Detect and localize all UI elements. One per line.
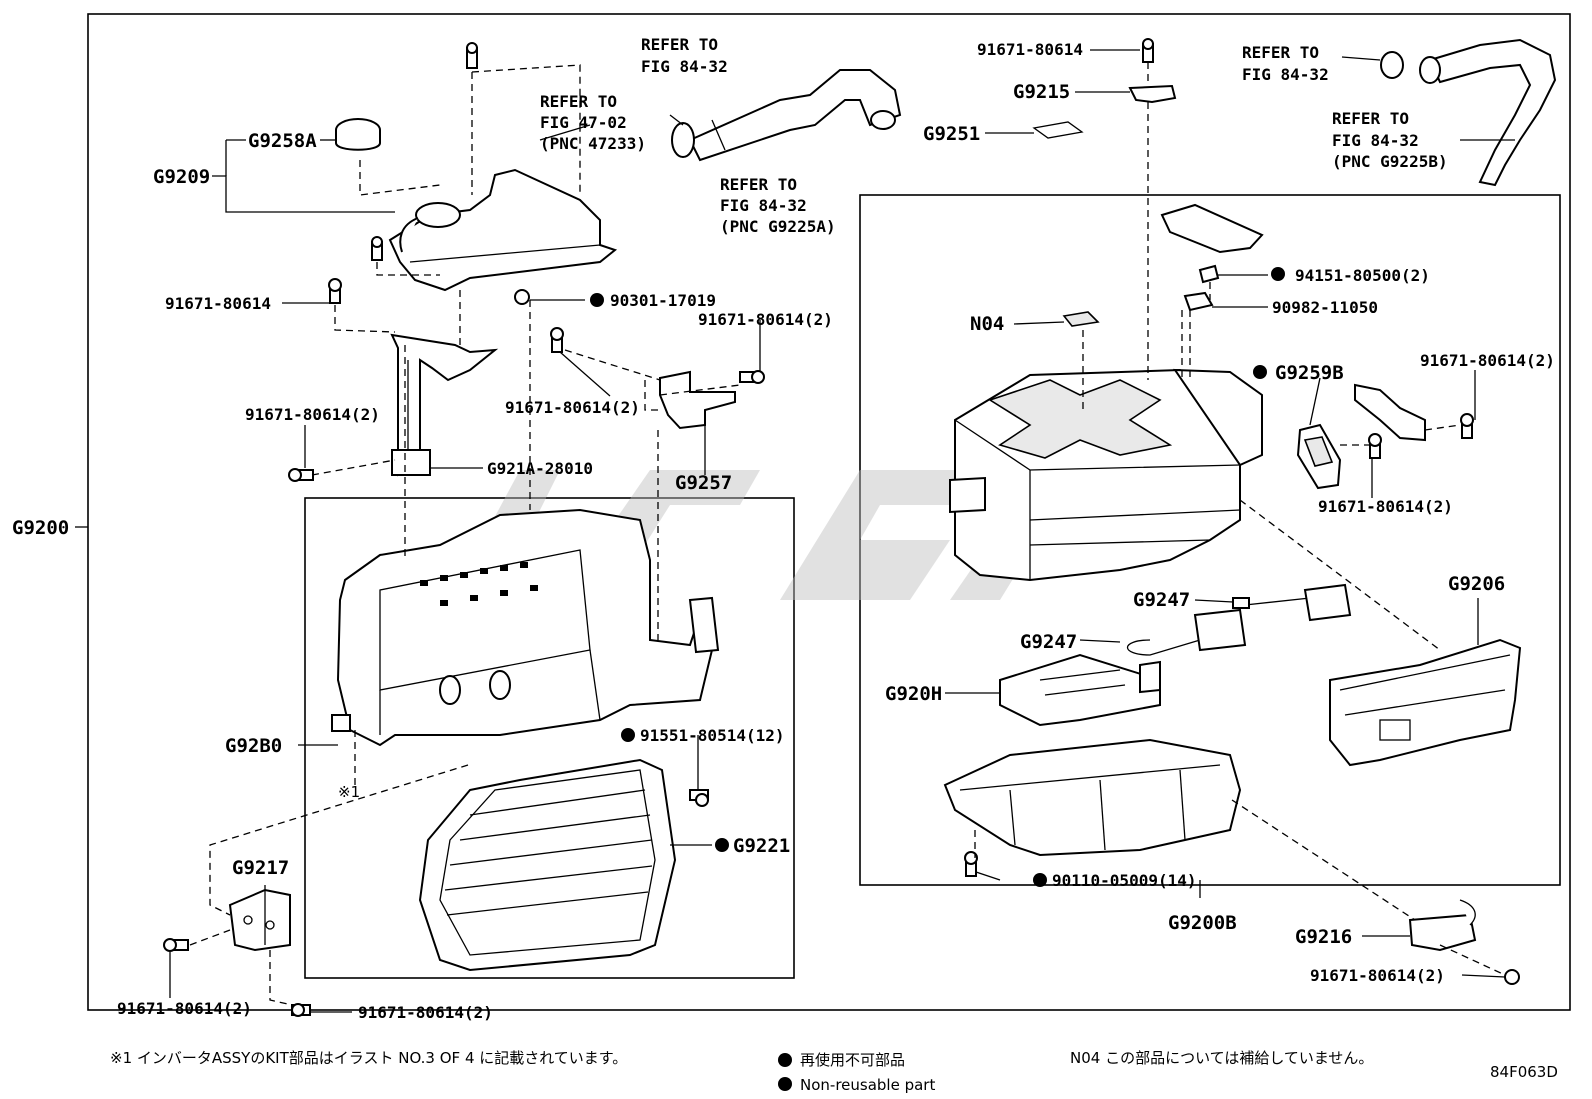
footer-note-n04: N04 この部品については補給していません。 xyxy=(1070,1049,1373,1067)
label-g9209: G9209 xyxy=(153,166,210,188)
footer-legend-en: Non-reusable part xyxy=(800,1076,935,1094)
label-bolt-top: 91671-80614 xyxy=(977,40,1083,59)
label-g92b0: G92B0 xyxy=(225,735,282,757)
harness-g9247-lower xyxy=(1127,608,1247,656)
label-bolt-right-1: 91671-80614(2) xyxy=(1420,351,1555,370)
outer-frame xyxy=(87,13,1571,1011)
label-ref-8432-top-a: REFER TO xyxy=(641,35,718,54)
g92b0-frame xyxy=(304,497,795,979)
label-bolt-bottom-center: 91671-80614(2) xyxy=(358,1003,493,1022)
reservoir-bracket xyxy=(390,333,499,477)
assembly-dash-lines xyxy=(189,62,1506,1006)
label-bolt-mid-3: 91671-80614(2) xyxy=(505,398,640,417)
label-ref-8432-farright-c: (PNC G9225B) xyxy=(1332,152,1448,171)
label-ref-8432-mid-a: REFER TO xyxy=(720,175,797,194)
label-kome1: ※1 xyxy=(338,783,360,801)
harness-g9247-upper xyxy=(1232,583,1352,622)
clip-90982 xyxy=(1183,291,1214,312)
label-g9257: G9257 xyxy=(675,472,732,494)
label-g9259b: G9259B xyxy=(1275,362,1344,384)
label-g9200: G9200 xyxy=(12,517,69,539)
bracket-right xyxy=(1354,383,1474,459)
label-clip-90982: 90982-11050 xyxy=(1272,298,1378,317)
label-bolt-right-bottom: 91671-80614(2) xyxy=(1310,966,1445,985)
label-g9247-1: G9247 xyxy=(1133,589,1190,611)
gasket-g9221 xyxy=(418,758,709,972)
label-ref-8432-farright-a: REFER TO xyxy=(1332,109,1409,128)
label-ref-4702-b: FIG 47-02 xyxy=(540,113,627,132)
label-washer-90301: 90301-17019 xyxy=(610,291,716,310)
label-g9258a: G9258A xyxy=(248,130,317,152)
label-ref-8432-right-a: REFER TO xyxy=(1242,43,1319,62)
small-bolts-misc xyxy=(689,789,709,807)
inverter-bracket-top xyxy=(1160,203,1264,254)
bracket-g9217 xyxy=(228,888,291,952)
label-g9215: G9215 xyxy=(1013,81,1070,103)
label-bolt-91551: 91551-80514(12) xyxy=(640,726,785,745)
inverter-main-body xyxy=(949,368,1263,582)
label-nut-94151: 94151-80500(2) xyxy=(1295,266,1430,285)
plate-g9251 xyxy=(1032,121,1084,139)
label-ref-8432-top-b: FIG 84-32 xyxy=(641,57,728,76)
label-n04-plate xyxy=(1062,311,1100,327)
bracket-g9215 xyxy=(1128,38,1177,104)
non-reusable-dots xyxy=(590,267,1285,887)
board-g920h xyxy=(999,653,1161,727)
legend-dot-jp xyxy=(778,1053,792,1067)
label-g9216: G9216 xyxy=(1295,926,1352,948)
coolant-hose-g9225a xyxy=(671,69,902,162)
label-g9221: G9221 xyxy=(733,835,790,857)
label-g9247-2: G9247 xyxy=(1020,631,1077,653)
footer: ※1 インバータASSYのKIT部品はイラスト NO.3 OF 4 に記載されて… xyxy=(110,1049,1558,1094)
connector-g9259b xyxy=(1296,423,1342,490)
footer-note-kit: ※1 インバータASSYのKIT部品はイラスト NO.3 OF 4 に記載されて… xyxy=(110,1049,627,1067)
label-g921a: G921A-28010 xyxy=(487,459,593,478)
label-g920h: G920H xyxy=(885,683,942,705)
label-ref-8432-mid-c: (PNC G9225A) xyxy=(720,217,836,236)
legend-dot-en xyxy=(778,1077,792,1091)
nut-94151 xyxy=(1198,264,1220,284)
label-bolt-left-2: 91671-80614(2) xyxy=(245,405,380,424)
label-ref-8432-farright-b: FIG 84-32 xyxy=(1332,131,1419,150)
bolt-90110 xyxy=(964,851,978,877)
footer-figure-code: 84F063D xyxy=(1490,1063,1558,1081)
inverter-upper-assy xyxy=(331,508,720,747)
label-g9251: G9251 xyxy=(923,123,980,145)
reservoir-tank xyxy=(388,168,618,292)
label-ref-4702-a: REFER TO xyxy=(540,92,617,111)
bracket-g9216 xyxy=(1408,899,1520,985)
bracket-g9257 xyxy=(659,370,736,430)
inverter-lower-case xyxy=(943,738,1242,857)
label-g9206: G9206 xyxy=(1448,573,1505,595)
label-bolt-right-2: 91671-80614(2) xyxy=(1318,497,1453,516)
label-bolt-90110: 90110-05009(14) xyxy=(1052,871,1197,890)
label-bolt-mid-2: 91671-80614(2) xyxy=(698,310,833,329)
cover-g9206 xyxy=(1329,638,1522,767)
bolts-left-area xyxy=(288,42,765,482)
coolant-hose-g9225b xyxy=(1380,38,1557,187)
footer-legend-jp: 再使用不可部品 xyxy=(800,1051,905,1069)
label-n04: N04 xyxy=(970,313,1004,335)
label-g9200b: G9200B xyxy=(1168,912,1237,934)
g9200b-frame xyxy=(859,194,1561,886)
label-bolt-left-1: 91671-80614 xyxy=(165,294,271,313)
label-ref-4702-c: (PNC 47233) xyxy=(540,134,646,153)
label-ref-8432-right-b: FIG 84-32 xyxy=(1242,65,1329,84)
part-labels: G9200 G9209 G9258A REFER TO FIG 47-02 (P… xyxy=(12,35,1555,1022)
label-g9217: G9217 xyxy=(232,857,289,879)
label-ref-8432-mid-b: FIG 84-32 xyxy=(720,196,807,215)
leader-lines xyxy=(75,49,1515,1013)
bolts-bottom-left xyxy=(163,938,311,1017)
reservoir-cap xyxy=(335,118,381,151)
label-bolt-left-bottom: 91671-80614(2) xyxy=(117,999,252,1018)
